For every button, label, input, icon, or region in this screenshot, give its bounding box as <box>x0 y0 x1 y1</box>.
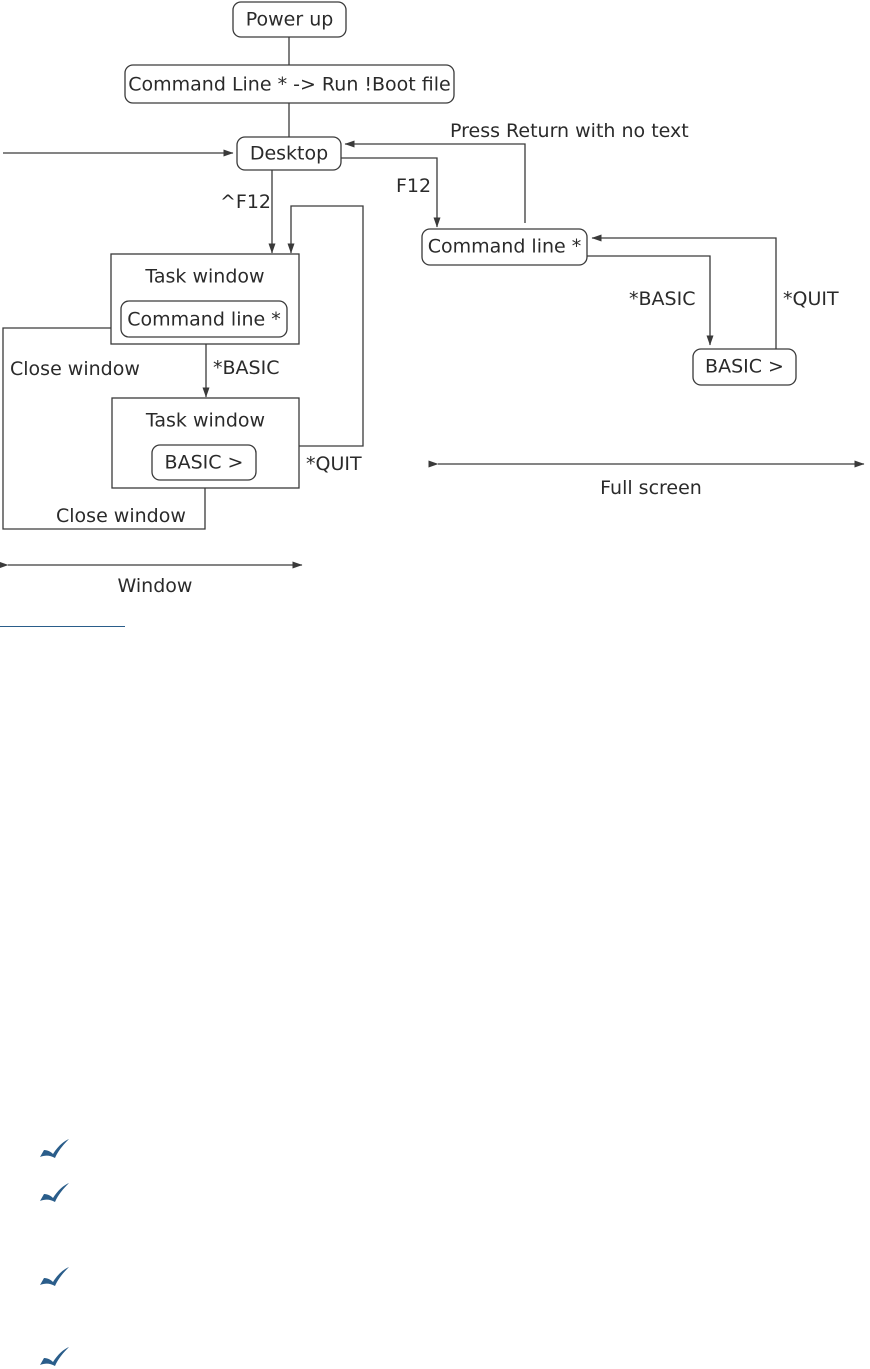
edge-quit-1 <box>287 205 364 447</box>
check-icon <box>40 1139 69 1158</box>
edge-basic-2 <box>587 255 714 346</box>
node-desktop: Desktop <box>236 136 342 171</box>
power-up-label: Power up <box>246 9 334 31</box>
window-range-label: Window <box>118 575 193 597</box>
node-task-window-2: Task window BASIC > <box>111 397 300 489</box>
task-window-2-label: Task window <box>145 410 265 432</box>
node-basic-2: BASIC > <box>692 348 797 386</box>
check-icon <box>40 1267 69 1286</box>
node-run-boot: Command Line * -> Run !Boot file <box>124 64 455 104</box>
quit-1-label: *QUIT <box>306 453 362 475</box>
connectors <box>0 37 865 569</box>
desktop-label: Desktop <box>250 143 328 165</box>
full-screen-range-label: Full screen <box>600 477 702 499</box>
close-window-1-label: Close window <box>10 358 140 380</box>
node-power-up: Power up <box>232 1 347 38</box>
node-command-line-2: Command line * <box>421 228 588 266</box>
basic-2-label: BASIC > <box>705 356 784 378</box>
edge-close-window <box>2 327 206 530</box>
command-line-1-label: Command line * <box>127 309 281 331</box>
check-icon <box>40 1183 69 1202</box>
edge-f12 <box>341 157 441 228</box>
section-rule <box>0 626 125 627</box>
flow-diagram: Power up Command Line * -> Run !Boot fil… <box>0 1 865 597</box>
basic-1-edge-label: *BASIC <box>213 357 279 379</box>
task-window-1-label: Task window <box>144 266 264 288</box>
run-boot-label: Command Line * -> Run !Boot file <box>128 74 450 96</box>
press-return-label: Press Return with no text <box>450 120 689 142</box>
edge-labels: Press Return with no text ^F12 F12 *BASI… <box>10 120 839 527</box>
node-task-window-1: Task window Command line * <box>110 253 300 345</box>
edge-press-return <box>344 140 526 223</box>
basic-2-edge-label: *BASIC <box>629 288 695 310</box>
check-icon <box>40 1347 69 1366</box>
quit-2-label: *QUIT <box>783 288 839 310</box>
ctrl-f12-label: ^F12 <box>220 191 271 213</box>
edge-quit-2 <box>591 234 777 350</box>
command-line-2-label: Command line * <box>428 236 582 258</box>
f12-label: F12 <box>396 175 431 197</box>
close-window-2-label: Close window <box>56 505 186 527</box>
basic-1-label: BASIC > <box>165 452 244 474</box>
